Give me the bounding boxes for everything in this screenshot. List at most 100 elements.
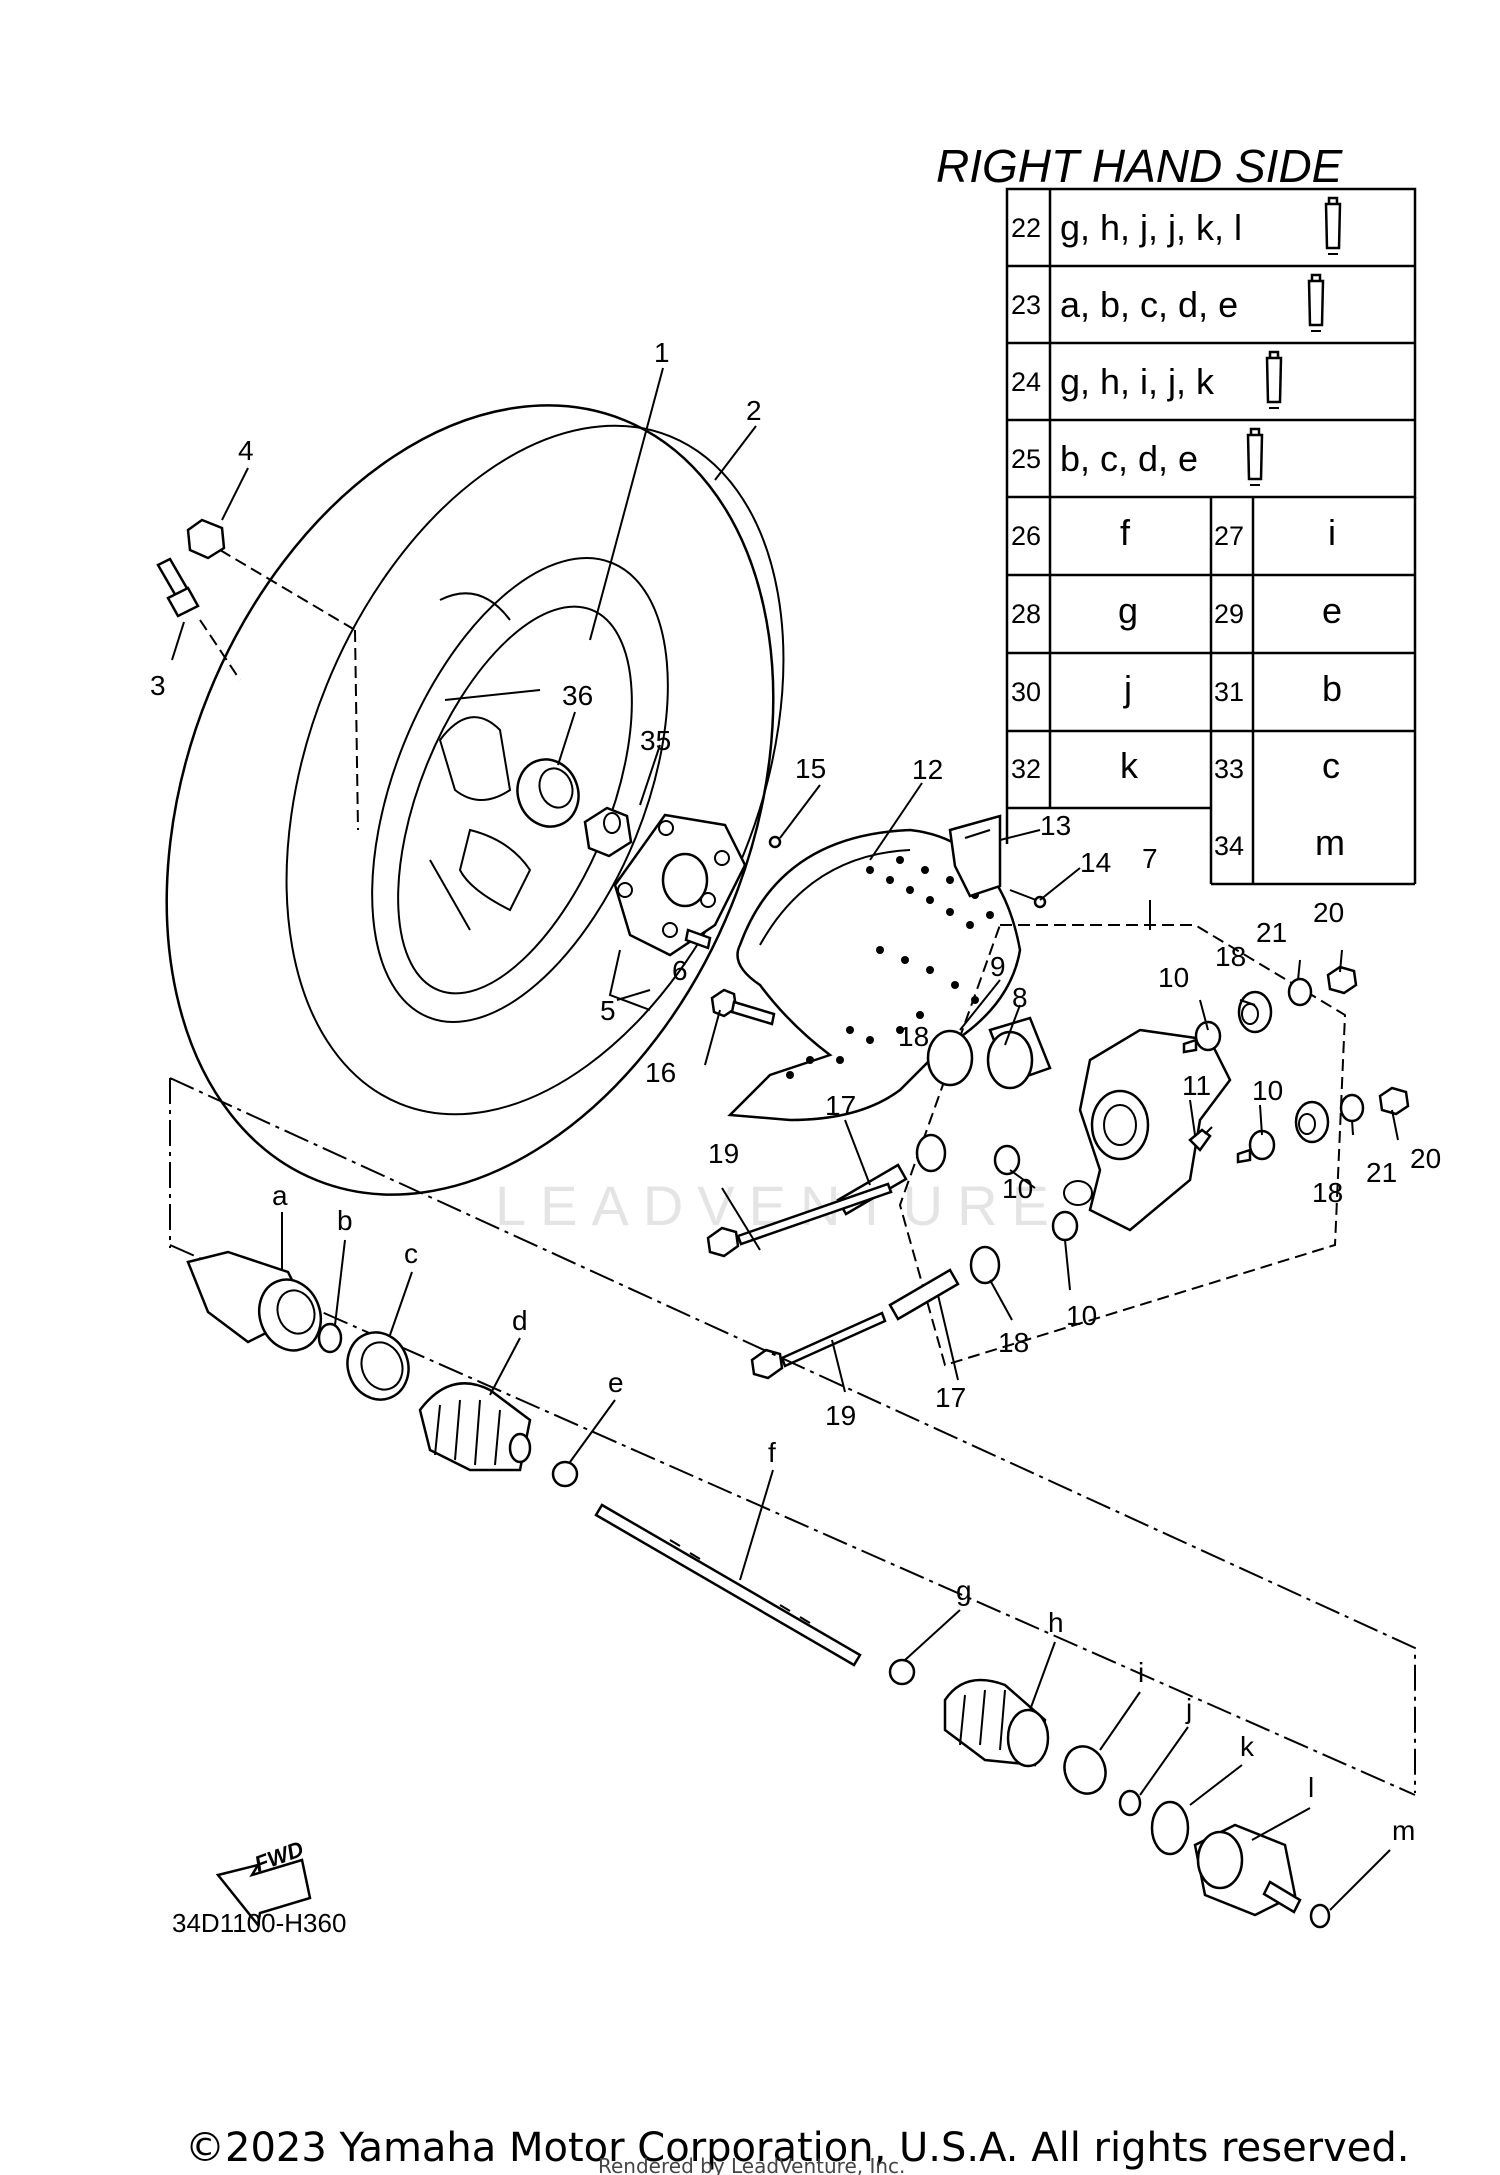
leader-lines (171, 367, 1399, 1911)
knuckle-bearing (986, 1016, 1052, 1090)
circlip (1118, 1789, 1142, 1817)
table-row-29-part: e (1322, 590, 1342, 631)
boot-band (346, 1331, 410, 1401)
boot-band (1063, 1745, 1107, 1795)
table-row-26-num: 26 (1011, 521, 1041, 551)
collar (1237, 990, 1273, 1034)
callout-20-lower: 20 (1410, 1143, 1441, 1174)
nut (1326, 965, 1358, 995)
circlip (317, 1322, 343, 1354)
kit-reference-table: 22 g, h, j, j, k, l 23 a, b, c, d, e 24 … (1005, 187, 1417, 886)
callout-13: 13 (1040, 810, 1071, 841)
table-row-34-part: m (1315, 822, 1345, 863)
knuckle (1063, 1028, 1232, 1232)
grease-tube-icon (1324, 196, 1342, 255)
callout-c: c (404, 1238, 418, 1269)
callout-1: 1 (654, 337, 670, 368)
pivot-bolt (706, 1182, 893, 1258)
washer (1287, 977, 1313, 1007)
table-row-26-part: f (1120, 512, 1131, 553)
callout-b: b (337, 1205, 353, 1236)
callout-l: l (1308, 1772, 1314, 1803)
table-heading: RIGHT HAND SIDE (936, 140, 1344, 192)
callout-21-upper: 21 (1256, 917, 1287, 948)
table-row-32-part: k (1120, 745, 1139, 786)
callout-15: 15 (795, 753, 826, 784)
knuckle-assembly-boundary (898, 924, 1347, 1367)
tire-and-wheel (165, 404, 785, 1196)
callout-18-upper-right: 18 (1215, 941, 1246, 972)
cover-screw (1009, 889, 1047, 909)
callout-j: j (1185, 1693, 1192, 1724)
table-row-28-part: g (1118, 590, 1138, 631)
cv-boot (418, 1382, 532, 1472)
callout-f: f (768, 1437, 776, 1468)
washer (1339, 1093, 1365, 1123)
boot-band (551, 1460, 579, 1488)
callout-36: 36 (562, 680, 593, 711)
callout-k: k (1240, 1731, 1255, 1762)
grease-nipple (1188, 1126, 1213, 1152)
callout-10-right: 10 (1252, 1075, 1283, 1106)
valve-stem (156, 557, 200, 618)
callout-m: m (1392, 1815, 1415, 1846)
callout-19-upper: 19 (708, 1138, 739, 1169)
washer (768, 835, 782, 849)
bushing (1236, 1129, 1276, 1164)
table-row-31-part: b (1322, 668, 1342, 709)
inner-cv-boot (943, 1678, 1050, 1768)
callout-18-upper-left: 18 (898, 1021, 929, 1052)
callout-17-lower: 17 (935, 1382, 966, 1413)
callout-4: 4 (238, 435, 254, 466)
drive-shaft-frame (169, 1077, 1416, 1793)
table-row-27-part: i (1328, 512, 1336, 553)
table-row-34-num: 34 (1214, 831, 1244, 861)
callout-d: d (512, 1305, 528, 1336)
valve-cap (186, 518, 226, 560)
callout-19-lower: 19 (825, 1400, 856, 1431)
callout-35: 35 (640, 725, 671, 756)
grease-tube-icon (1307, 273, 1325, 332)
callout-11: 11 (1182, 1070, 1211, 1101)
callout-16: 16 (645, 1057, 676, 1088)
table-row-23-num: 23 (1011, 290, 1041, 320)
disc-bolt (710, 988, 776, 1026)
callout-i: i (1138, 1657, 1144, 1688)
table-row-28-num: 28 (1011, 599, 1041, 629)
table-row-24-parts: g, h, i, j, k (1060, 361, 1215, 402)
table-row-32-num: 32 (1011, 754, 1041, 784)
table-row-25-parts: b, c, d, e (1060, 438, 1198, 479)
callout-12: 12 (912, 754, 943, 785)
callout-h: h (1048, 1607, 1064, 1638)
o-ring (1150, 1800, 1190, 1856)
table-row-33-num: 33 (1214, 754, 1244, 784)
grease-tube-icon (1246, 427, 1264, 486)
hub-bolt (684, 928, 712, 950)
callout-9: 9 (990, 951, 1006, 982)
table-row-25-num: 25 (1011, 444, 1041, 474)
table-row-22-parts: g, h, j, j, k, l (1060, 207, 1242, 248)
table-row-27-num: 27 (1214, 521, 1244, 551)
bushing (1182, 1020, 1222, 1054)
callout-18-lower: 18 (998, 1327, 1029, 1358)
bushing (1051, 1210, 1079, 1242)
callout-21-lower: 21 (1366, 1157, 1397, 1188)
rendered-by-notice: Rendered by LeadVenture, Inc. (598, 2154, 905, 2175)
nut (1378, 1086, 1410, 1116)
sleeve (888, 1268, 960, 1321)
callout-10-bottom: 10 (1066, 1300, 1097, 1331)
callout-2: 2 (746, 395, 762, 426)
copyright-notice: ©2023 Yamaha Motor Corporation, U.S.A. A… (185, 2125, 1410, 2171)
callout-6: 6 (672, 955, 688, 986)
table-row-30-part: j (1123, 668, 1132, 709)
callout-5: 5 (600, 995, 616, 1026)
callout-8: 8 (1012, 982, 1028, 1013)
callout-17-upper: 17 (825, 1090, 856, 1121)
boot-band (888, 1658, 916, 1686)
collar (969, 1245, 1001, 1285)
diagram-code: 34D1100-H360 (172, 1908, 346, 1938)
table-row-29-num: 29 (1214, 599, 1244, 629)
disc-cover-plate (948, 814, 1002, 898)
wheel-bearing (516, 758, 580, 828)
